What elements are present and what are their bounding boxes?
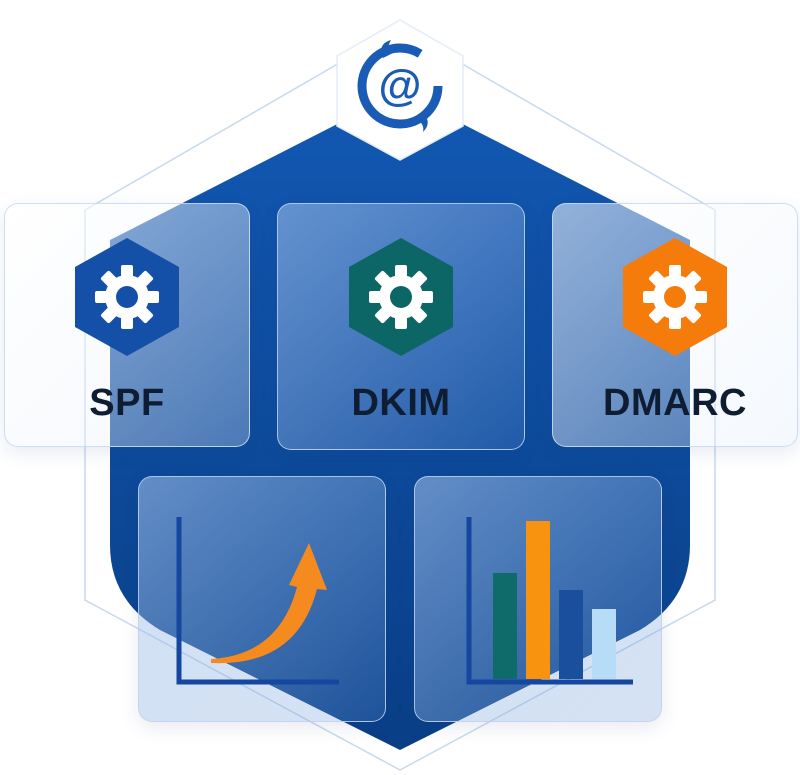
dmarc-label: DMARC [603, 382, 747, 424]
trend-chart-card [138, 476, 386, 722]
gear-icon [623, 238, 727, 356]
chart-axis [466, 517, 633, 685]
bar [493, 573, 517, 679]
bar-chart-icon [466, 517, 633, 685]
bar [592, 609, 616, 679]
spf-card: SPF [4, 203, 250, 447]
dmarc-card: DMARC [552, 203, 798, 447]
bar-chart-card [414, 476, 662, 722]
trend-arrow [211, 543, 327, 664]
dkim-label: DKIM [351, 382, 451, 424]
gear-icon [349, 238, 453, 356]
gear-icon [75, 238, 179, 356]
bar [559, 590, 583, 679]
svg-text:@: @ [379, 61, 422, 110]
logo-badge: @ [336, 19, 464, 161]
dkim-card: DKIM [277, 203, 525, 450]
bar [526, 521, 550, 679]
spf-label: SPF [89, 382, 165, 424]
chart-axis [176, 517, 339, 685]
trend-up-arrow-chart-icon [176, 517, 339, 685]
at-sign-dragon-logo-icon: @ [357, 40, 443, 132]
